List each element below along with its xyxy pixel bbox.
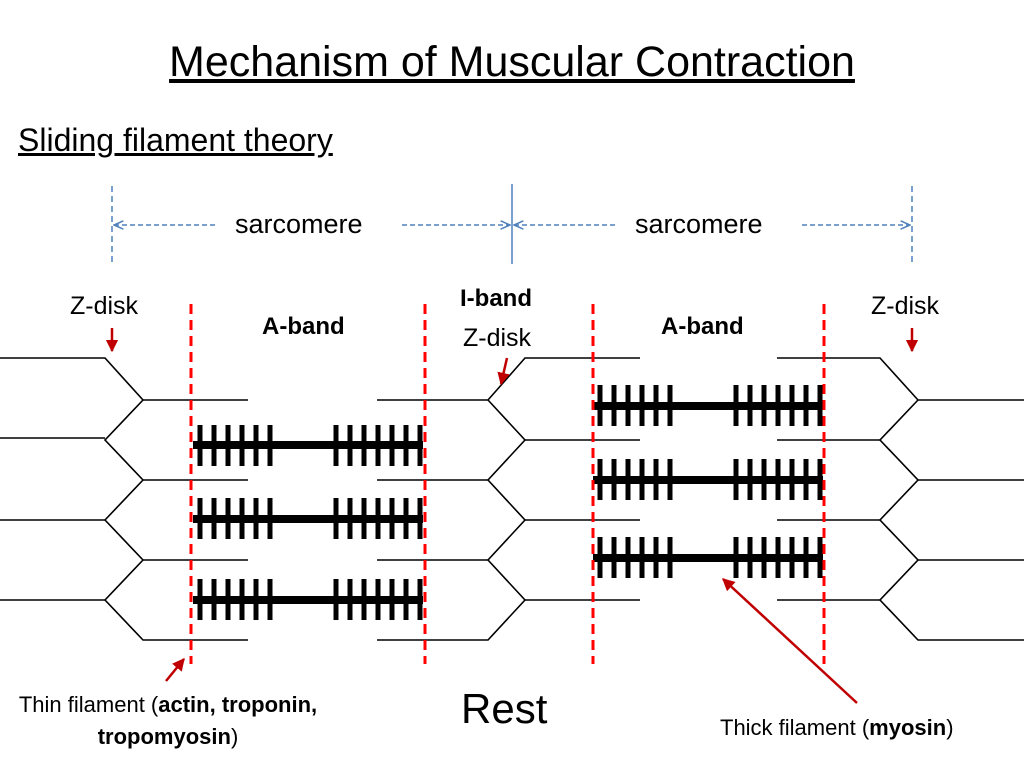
thick-filament-3: [193, 579, 423, 620]
thick-filament-1: [193, 425, 423, 466]
thick-filament-5: [593, 459, 823, 500]
thin-caption-prefix: Thin filament (: [18, 692, 159, 717]
z-disk-label-left: Z-disk: [70, 292, 139, 320]
state-label: Rest: [461, 685, 548, 732]
a-band-label-left: A-band: [262, 313, 345, 340]
thick-filament-4: [593, 385, 823, 426]
sarcomere-label-right: sarcomere: [635, 209, 763, 239]
thick-filament-arrow: [722, 578, 858, 704]
z-disk-center-arrow: [497, 357, 510, 386]
thick-filaments-left: [193, 425, 423, 620]
sarcomere-span-markers: [111, 184, 913, 264]
thick-filament-6: [593, 537, 823, 578]
pointer-arrows: [105, 328, 919, 704]
thick-filament-caption: Thick filament (myosin): [720, 712, 954, 744]
thick-filaments-right: [593, 385, 823, 578]
thick-caption-protein: myosin: [869, 715, 947, 740]
thick-caption-prefix: Thick filament (: [720, 715, 870, 740]
thin-caption-proteins: actin, troponin, tropomyosin: [97, 692, 318, 749]
thick-caption-suffix: ): [946, 715, 954, 740]
z-disk-label-right: Z-disk: [871, 292, 940, 320]
i-band-label: I-band: [460, 285, 532, 312]
z-disk-label-center: Z-disk: [463, 324, 532, 352]
subtitle: Sliding filament theory: [18, 122, 333, 158]
z-disk-left: [0, 357, 248, 641]
page-title: Mechanism of Muscular Contraction: [169, 38, 855, 86]
z-disk-right: [777, 357, 1024, 641]
thin-filament-arrow: [165, 658, 185, 682]
a-band-label-right: A-band: [661, 313, 744, 340]
thick-filament-2: [193, 498, 423, 539]
a-band-boundaries: [189, 304, 826, 664]
thin-filament-caption: Thin filament (actin, troponin, tropomyo…: [18, 689, 318, 753]
thin-caption-suffix: ): [230, 724, 239, 749]
sarcomere-label-left: sarcomere: [235, 209, 363, 239]
